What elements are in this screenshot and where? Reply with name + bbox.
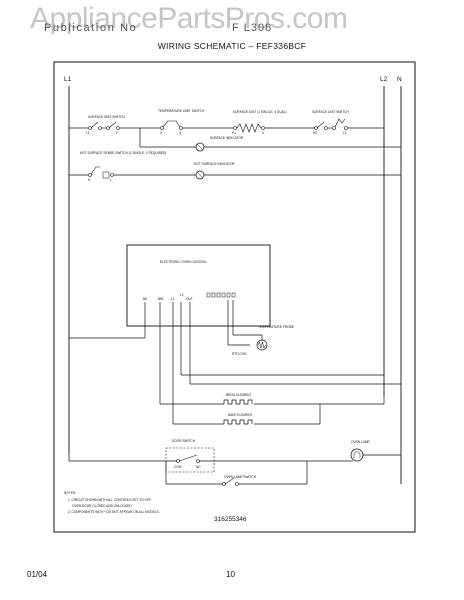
notes-heading: NOTES:: [64, 491, 76, 495]
broil-element: BROIL ELEMENT: [223, 393, 253, 405]
surface-switch-right-label: SURFACE UNIT SWITCH: [312, 110, 349, 114]
surface-unit-label: SURFACE UNIT (1 SINGLE, 4 DUAL): [233, 110, 287, 114]
schematic-text: L1: [86, 131, 90, 135]
eoc-wiring: [69, 300, 401, 425]
schematic-text: L2: [180, 293, 184, 297]
temperature-limit-switch-label: TEMPERATURE LIMIT SWITCH: [158, 109, 205, 113]
note-2: 2. COMPONENTS WITH * DO NOT APPEAR ON AL…: [68, 510, 160, 514]
oven-lamp-label: OVEN LAMP: [351, 440, 370, 444]
publication-number: F L308: [232, 22, 273, 34]
surface-unit-circuit: SURFACE UNIT SWITCH L1 2 TEMPERATURE LIM…: [69, 109, 401, 152]
oven-lamp-switch-label: OVEN LAMP SWITCH: [224, 475, 257, 479]
oven-lamp-switch: OVEN LAMP SWITCH: [165, 461, 308, 486]
schematic-text: BRL: [158, 297, 164, 301]
schematic-text: OUT: [186, 297, 193, 301]
schematic-text: H2: [313, 131, 317, 135]
schematic-text: L: [110, 178, 112, 182]
rail-label-l2: L2: [380, 76, 388, 83]
schematic-frame: [53, 61, 416, 533]
footer-date: 01/04: [27, 570, 48, 579]
schematic-text: 4: [262, 131, 264, 135]
schematic-text: P1: [232, 131, 236, 135]
door-switch: DOOR SWITCH COM NC: [165, 439, 215, 473]
schematic-text: NC: [196, 465, 201, 469]
hot-surface-sensor-label: HOT SURFACE SENSE SWITCH (1 SINGLE, 1 RE…: [80, 151, 166, 155]
bake-element-label: BAKE ELEMENT: [228, 413, 252, 417]
surface-indicator-label: SURFACE INDICATOR: [210, 136, 244, 140]
schematic-text: BK: [143, 297, 148, 301]
hot-surface-indicator-label: HOT SURFACE INDICATOR: [194, 162, 235, 166]
temperature-probe-label: TEMPERATURE PROBE: [258, 325, 294, 329]
rtd-con-label: RTD CON: [232, 352, 247, 356]
rail-label-n: N: [397, 76, 402, 83]
broil-element-label: BROIL ELEMENT: [226, 393, 251, 397]
door-switch-label: DOOR SWITCH: [172, 439, 196, 443]
temperature-probe: TEMPERATURE PROBE RTD CON: [232, 325, 294, 356]
rail-label-l1: L1: [64, 76, 72, 83]
publication-label: Publication No: [44, 22, 138, 34]
eoc-label: ELECTRONIC OVEN CONTROL: [160, 260, 207, 264]
footer-page-number: 10: [226, 570, 235, 579]
electronic-oven-control: ELECTRONIC OVEN CONTROL BK BRL L1 L2 OUT: [126, 244, 271, 327]
schematic-text: 4: [179, 131, 181, 135]
schematic-title: WIRING SCHEMATIC – FEF336BCF: [157, 41, 307, 51]
notes-block: NOTES: 1. CIRCUIT SHOWN WITH ALL CONTROL…: [64, 491, 160, 514]
schematic-text: L2: [343, 131, 347, 135]
schematic-text: H: [88, 178, 91, 182]
note-1b: OVEN DOOR CLOSED AND UNLOCKED.: [72, 504, 133, 508]
schematic-text: COM: [174, 465, 182, 469]
oven-lamp: OVEN LAMP: [350, 440, 370, 462]
schematic-text: 2: [116, 131, 118, 135]
bake-element: BAKE ELEMENT: [223, 413, 252, 425]
schematic-text: 3: [160, 131, 162, 135]
part-number: 316255346: [214, 516, 247, 523]
schematic-text: L1: [171, 297, 175, 301]
surface-switch-left-label: SURFACE UNIT SWITCH: [88, 115, 125, 119]
watermark-logo: AppliancePartsPros.com: [30, 2, 348, 35]
hot-surface-circuit: HOT SURFACE SENSE SWITCH (1 SINGLE, 1 RE…: [69, 151, 401, 182]
note-1: 1. CIRCUIT SHOWN WITH ALL CONTROLS SET T…: [68, 498, 152, 502]
